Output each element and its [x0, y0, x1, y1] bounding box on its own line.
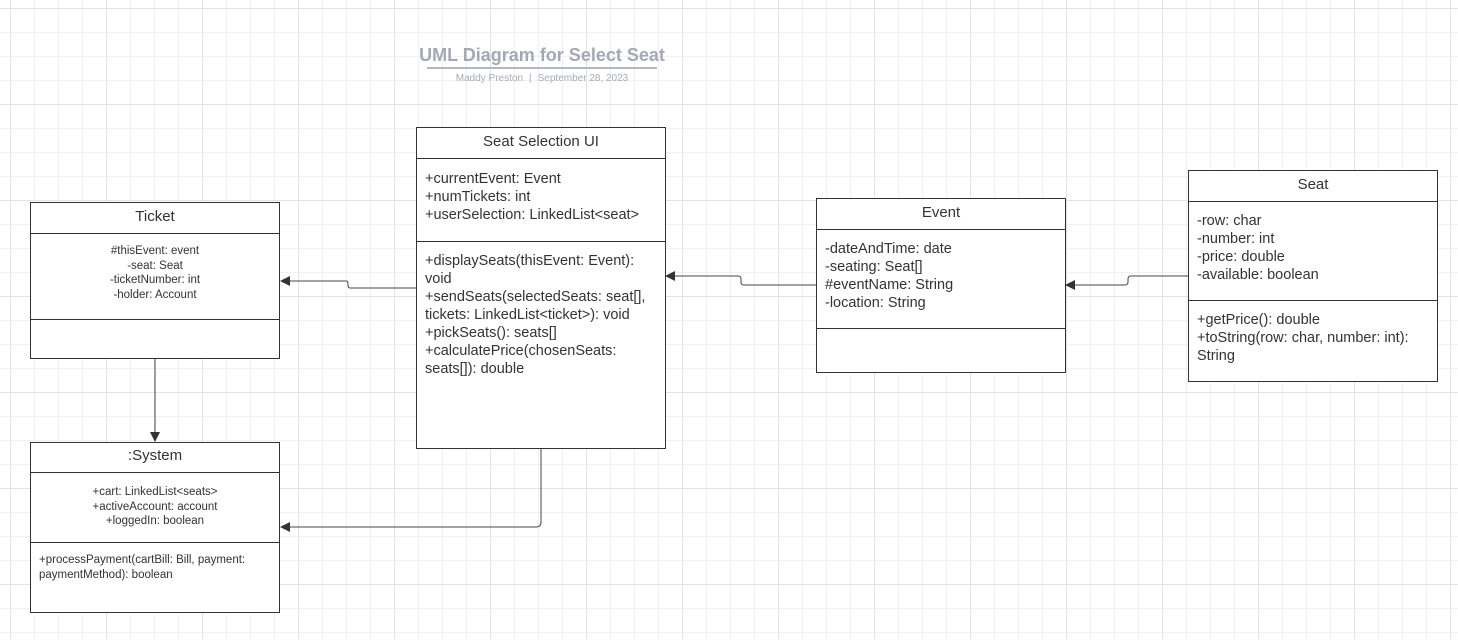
class-seat-name[interactable]: Seat — [1189, 171, 1437, 202]
class-system-name[interactable]: :System — [31, 443, 279, 473]
attribute: #thisEvent: event — [110, 245, 200, 257]
method: +getPrice(): double — [1197, 312, 1320, 328]
class-seat-selection-ui[interactable]: Seat Selection UI +currentEvent: Event +… — [416, 127, 666, 449]
connector-event-to-ui[interactable] — [665, 271, 816, 286]
title-underline — [427, 67, 657, 69]
attribute: -dateAndTime: date — [825, 241, 952, 257]
class-system[interactable]: :System +cart: LinkedList<seats> +active… — [30, 442, 280, 613]
connector-seat-to-event[interactable] — [1065, 275, 1188, 290]
method: +pickSeats(): seats[] — [425, 325, 557, 341]
class-seat-selection-ui-name[interactable]: Seat Selection UI — [417, 128, 665, 159]
method: +displaySeats(thisEvent: Event): void — [425, 253, 639, 287]
attribute: -holder: Account — [113, 288, 197, 301]
class-seat-attributes[interactable]: -row: char -number: int -price: double -… — [1189, 202, 1437, 300]
diagram-subtitle: Maddy Preston | September 28, 2023 — [380, 73, 704, 85]
attribute: -ticketNumber: int — [109, 274, 201, 286]
connector-ui-to-system[interactable] — [280, 448, 542, 532]
diagram-header: UML Diagram for Select Seat Maddy Presto… — [380, 44, 704, 85]
attribute: -location: String — [825, 295, 926, 311]
attribute: +loggedIn: boolean — [105, 515, 205, 527]
class-event[interactable]: Event -dateAndTime: date -seating: Seat[… — [816, 198, 1066, 373]
class-ticket-methods[interactable] — [31, 319, 279, 358]
class-event-methods[interactable] — [817, 328, 1065, 372]
method: +processPayment(cartBill: Bill, payment:… — [39, 554, 249, 581]
author-name[interactable]: Maddy Preston — [455, 73, 524, 84]
method: +toString(row: char, number: int): Strin… — [1197, 330, 1413, 364]
attribute: +numTickets: int — [425, 189, 531, 205]
method: +sendSeats(selectedSeats: seat[], ticket… — [425, 289, 650, 323]
class-event-attributes[interactable]: -dateAndTime: date -seating: Seat[] #eve… — [817, 230, 1065, 328]
attribute: +activeAccount: account — [92, 500, 218, 513]
class-seat[interactable]: Seat -row: char -number: int -price: dou… — [1188, 170, 1438, 382]
class-system-attributes[interactable]: +cart: LinkedList<seats> +activeAccount:… — [31, 473, 279, 542]
attribute: +currentEvent: Event — [425, 171, 561, 187]
attribute: +cart: LinkedList<seats> — [92, 486, 218, 498]
connector-ui-to-ticket[interactable] — [280, 276, 416, 289]
class-ticket-name[interactable]: Ticket — [31, 203, 279, 234]
class-event-name[interactable]: Event — [817, 199, 1065, 230]
class-ticket[interactable]: Ticket #thisEvent: event -seat: Seat -ti… — [30, 202, 280, 359]
attribute: +userSelection: LinkedList<seat> — [425, 207, 640, 223]
attribute: -row: char — [1197, 213, 1262, 229]
subtitle-separator: | — [529, 73, 532, 84]
attribute: -number: int — [1197, 231, 1275, 247]
attribute: -price: double — [1197, 249, 1285, 265]
class-ticket-attributes[interactable]: #thisEvent: event -seat: Seat -ticketNum… — [31, 234, 279, 319]
attribute: -seat: Seat — [127, 259, 183, 272]
class-system-methods[interactable]: +processPayment(cartBill: Bill, payment:… — [31, 542, 279, 612]
method: +calculatePrice(chosenSeats: seats[]): d… — [425, 343, 621, 377]
class-seat-selection-ui-attributes[interactable]: +currentEvent: Event +numTickets: int +u… — [417, 159, 665, 241]
attribute: -seating: Seat[] — [825, 259, 923, 275]
diagram-title[interactable]: UML Diagram for Select Seat — [419, 45, 665, 65]
diagram-date[interactable]: September 28, 2023 — [537, 73, 629, 84]
attribute: #eventName: String — [825, 277, 954, 293]
class-seat-methods[interactable]: +getPrice(): double +toString(row: char,… — [1189, 300, 1437, 381]
attribute: -available: boolean — [1197, 267, 1319, 283]
class-seat-selection-ui-methods[interactable]: +displaySeats(thisEvent: Event): void +s… — [417, 241, 665, 448]
